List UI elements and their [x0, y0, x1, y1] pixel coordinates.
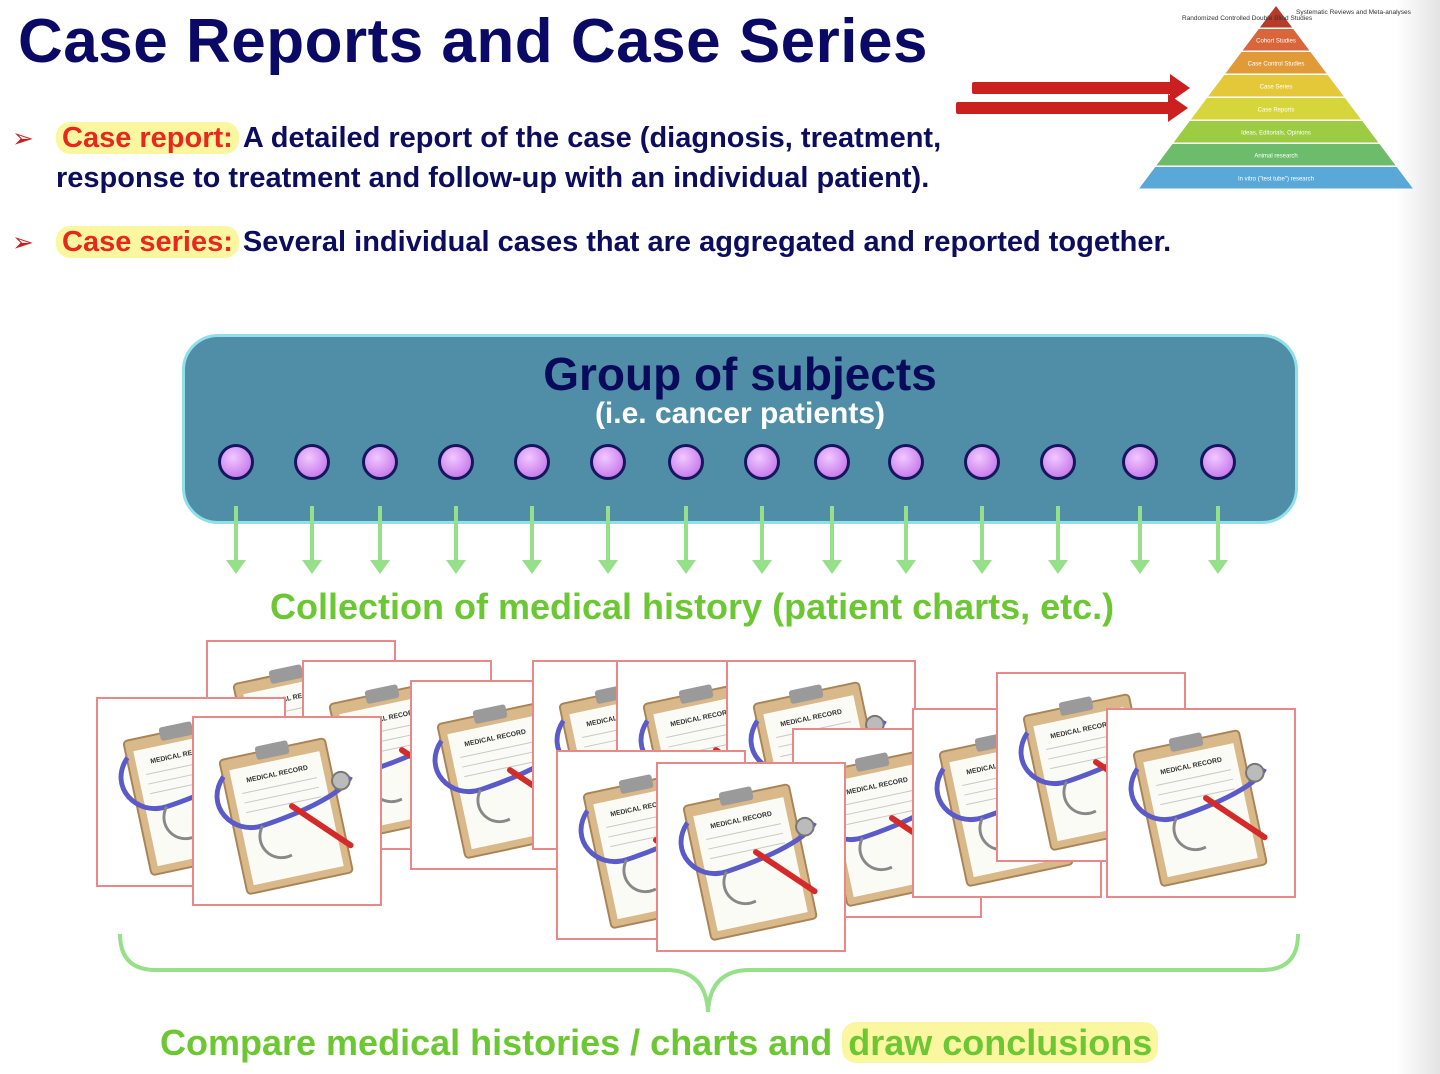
- pyramid-level: [1156, 144, 1396, 166]
- bullet-arrow-icon: ➢: [12, 123, 34, 153]
- subject-dot: [218, 444, 254, 480]
- pyramid-level: [1190, 98, 1362, 120]
- down-arrow: [446, 506, 466, 574]
- down-arrow: [226, 506, 246, 574]
- clipboard-stethoscope-icon: MEDICAL RECORD: [1128, 729, 1268, 887]
- clipboard-stethoscope-icon: MEDICAL RECORD: [214, 737, 354, 895]
- pyramid-level-label: Case Reports: [1258, 107, 1295, 113]
- case-series-term: Case series:: [56, 226, 239, 258]
- subject-dot: [964, 444, 1000, 480]
- conclusion-label: Compare medical histories / charts and d…: [160, 1022, 1159, 1064]
- down-arrow: [1208, 506, 1228, 574]
- collection-label: Collection of medical history (patient c…: [270, 586, 1115, 627]
- subject-dot: [1040, 444, 1076, 480]
- case-report-term: Case report:: [56, 122, 239, 154]
- pyramid-level: [1208, 75, 1344, 97]
- subject-dot: [514, 444, 550, 480]
- down-arrow: [598, 506, 618, 574]
- pyramid-level-label: In vitro ("test tube") research: [1238, 176, 1314, 182]
- pyramid-top-label: Systematic Reviews and Meta-analyses: [1296, 9, 1412, 16]
- down-arrow: [676, 506, 696, 574]
- down-arrow: [522, 506, 542, 574]
- conclusion-highlight: draw conclusions: [842, 1022, 1159, 1063]
- group-subtitle: (i.e. cancer patients): [594, 397, 886, 430]
- down-arrow: [302, 506, 322, 574]
- conclusion-prefix: Compare medical histories / charts and: [160, 1022, 843, 1063]
- group-title: Group of subjects: [543, 348, 937, 400]
- down-arrow: [752, 506, 772, 574]
- pyramid-level-label: Ideas, Editorials, Opinions: [1241, 130, 1311, 136]
- medical-record-card: MEDICAL RECORD: [192, 716, 382, 906]
- pointer-arrow-case-series: [972, 74, 1190, 102]
- subject-dot: [1122, 444, 1158, 480]
- grouping-brace: [118, 933, 1300, 1013]
- clipboard-stethoscope-icon: MEDICAL RECORD: [678, 783, 818, 941]
- down-arrow: [1130, 506, 1150, 574]
- case-report-definition-line2: response to treatment and follow-up with…: [56, 162, 930, 194]
- medical-record-card: MEDICAL RECORD: [1106, 708, 1296, 898]
- subject-dot: [590, 444, 626, 480]
- pyramid-level-label: Case Control Studies: [1248, 61, 1305, 67]
- group-of-subjects-box: Group of subjects (i.e. cancer patients): [182, 334, 1298, 524]
- pointer-arrow-case-reports: [956, 94, 1188, 122]
- pyramid-level: [1139, 167, 1413, 189]
- pyramid-level-label: Cohort Studies: [1256, 38, 1296, 44]
- down-arrow: [370, 506, 390, 574]
- case-report-definition-line1: A detailed report of the case (diagnosis…: [242, 122, 942, 154]
- pyramid-side-label: Randomized Controlled Double Blind Studi…: [1182, 15, 1313, 22]
- pyramid-level: [1225, 52, 1327, 74]
- subject-dot: [814, 444, 850, 480]
- subject-dot: [438, 444, 474, 480]
- subject-dot: [1200, 444, 1236, 480]
- page-title: Case Reports and Case Series: [18, 7, 928, 76]
- subject-dot: [362, 444, 398, 480]
- case-series-definition: Several individual cases that are aggreg…: [242, 226, 1172, 258]
- pyramid-level: [1173, 121, 1379, 143]
- down-arrow: [1048, 506, 1068, 574]
- pyramid-level-label: Case Series: [1260, 84, 1293, 90]
- subject-dot: [888, 444, 924, 480]
- pyramid-level: [1259, 6, 1293, 28]
- subject-dot: [668, 444, 704, 480]
- down-arrow: [972, 506, 992, 574]
- bullet-arrow-icon: ➢: [12, 227, 34, 257]
- pyramid-level: [1242, 29, 1310, 51]
- medical-record-card: MEDICAL RECORD: [656, 762, 846, 952]
- down-arrow: [896, 506, 916, 574]
- pyramid-level-label: Animal research: [1254, 153, 1297, 159]
- subject-dot: [294, 444, 330, 480]
- down-arrow: [822, 506, 842, 574]
- subject-dot: [744, 444, 780, 480]
